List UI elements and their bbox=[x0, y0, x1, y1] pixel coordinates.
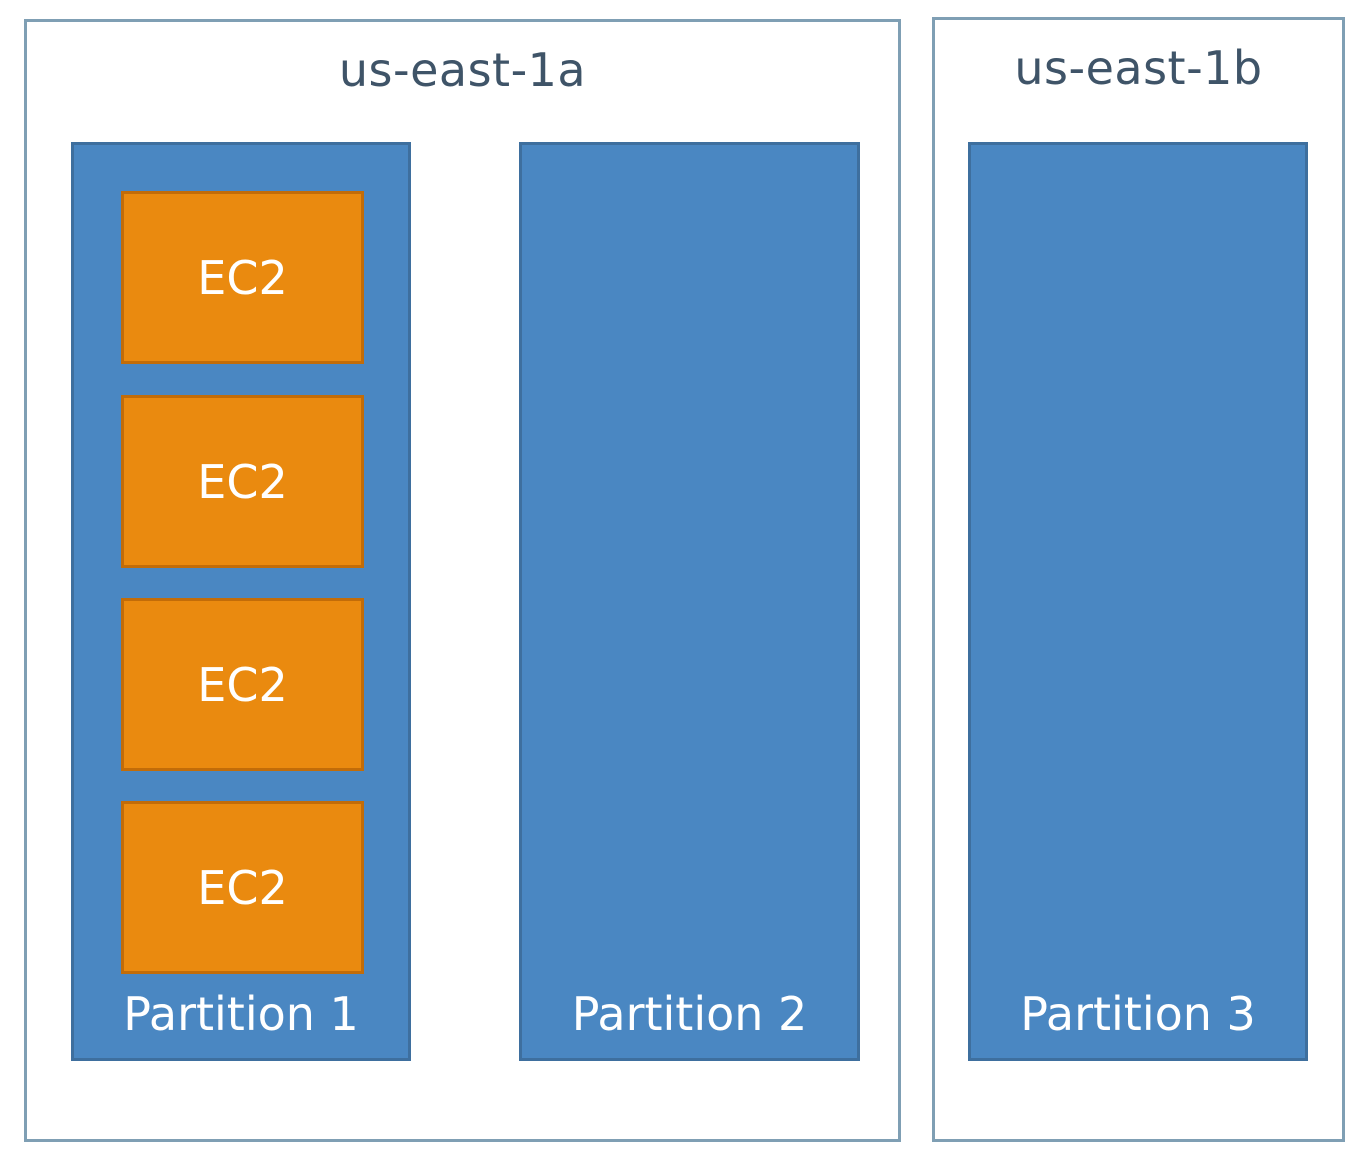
partition-label: Partition 1 bbox=[123, 987, 359, 1041]
ec2-instance: EC2 bbox=[121, 801, 364, 974]
ec2-instance: EC2 bbox=[121, 395, 364, 568]
ec2-instance: EC2 bbox=[121, 191, 364, 364]
partition-3: Partition 3 bbox=[968, 142, 1308, 1061]
partition-1: EC2 EC2 EC2 EC2 Partition 1 bbox=[71, 142, 411, 1061]
partition-label: Partition 2 bbox=[571, 987, 808, 1041]
zone-title: us-east-1b bbox=[1014, 41, 1263, 95]
partition-2: Partition 2 bbox=[519, 142, 860, 1061]
partition-label: Partition 3 bbox=[1020, 987, 1256, 1041]
zone-title: us-east-1a bbox=[338, 43, 587, 97]
ec2-instance: EC2 bbox=[121, 598, 364, 771]
